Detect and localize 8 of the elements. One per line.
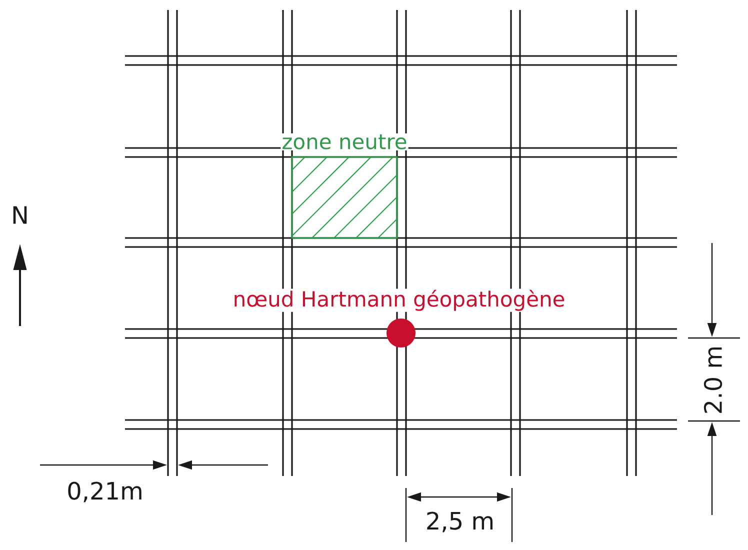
node-dot: [386, 318, 416, 348]
dimension-label: 0,21m: [66, 480, 144, 504]
dimension-label: 2,5 m: [424, 510, 496, 534]
node-label: zone neutre: [282, 134, 406, 150]
dimension-label: 2.0 m: [702, 344, 724, 416]
node-caption: nœud Hartmann géopathogène: [232, 288, 566, 312]
compass-label: N: [10, 205, 30, 225]
hatched-zone: zone neutre: [280, 133, 408, 239]
